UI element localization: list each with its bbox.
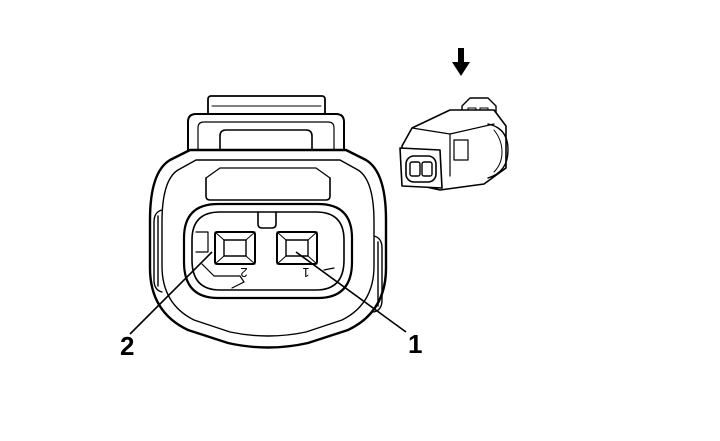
mating-face-inner: [191, 211, 345, 291]
leader-line-2: [129, 251, 213, 335]
pin-cavity-1: [276, 231, 318, 265]
side-rib-left: [153, 209, 163, 293]
callout-label-pin-2: 2: [120, 331, 135, 361]
molded-number-2: 2: [240, 265, 247, 280]
mating-face-outer: [182, 202, 354, 300]
callout-label-pin-1: 1: [408, 329, 423, 359]
arrow-down-icon: [452, 48, 470, 76]
pin-cavity-2: [214, 231, 256, 265]
keying-slot: [257, 211, 277, 229]
connector-3d-icon: [399, 97, 509, 191]
connector-face: [148, 95, 388, 349]
molded-number-1: 1: [302, 265, 309, 280]
housing-inner-shell: [161, 159, 375, 337]
leader-line-1: [295, 251, 407, 333]
locking-latch: [187, 95, 345, 151]
side-rib-right: [373, 235, 383, 313]
